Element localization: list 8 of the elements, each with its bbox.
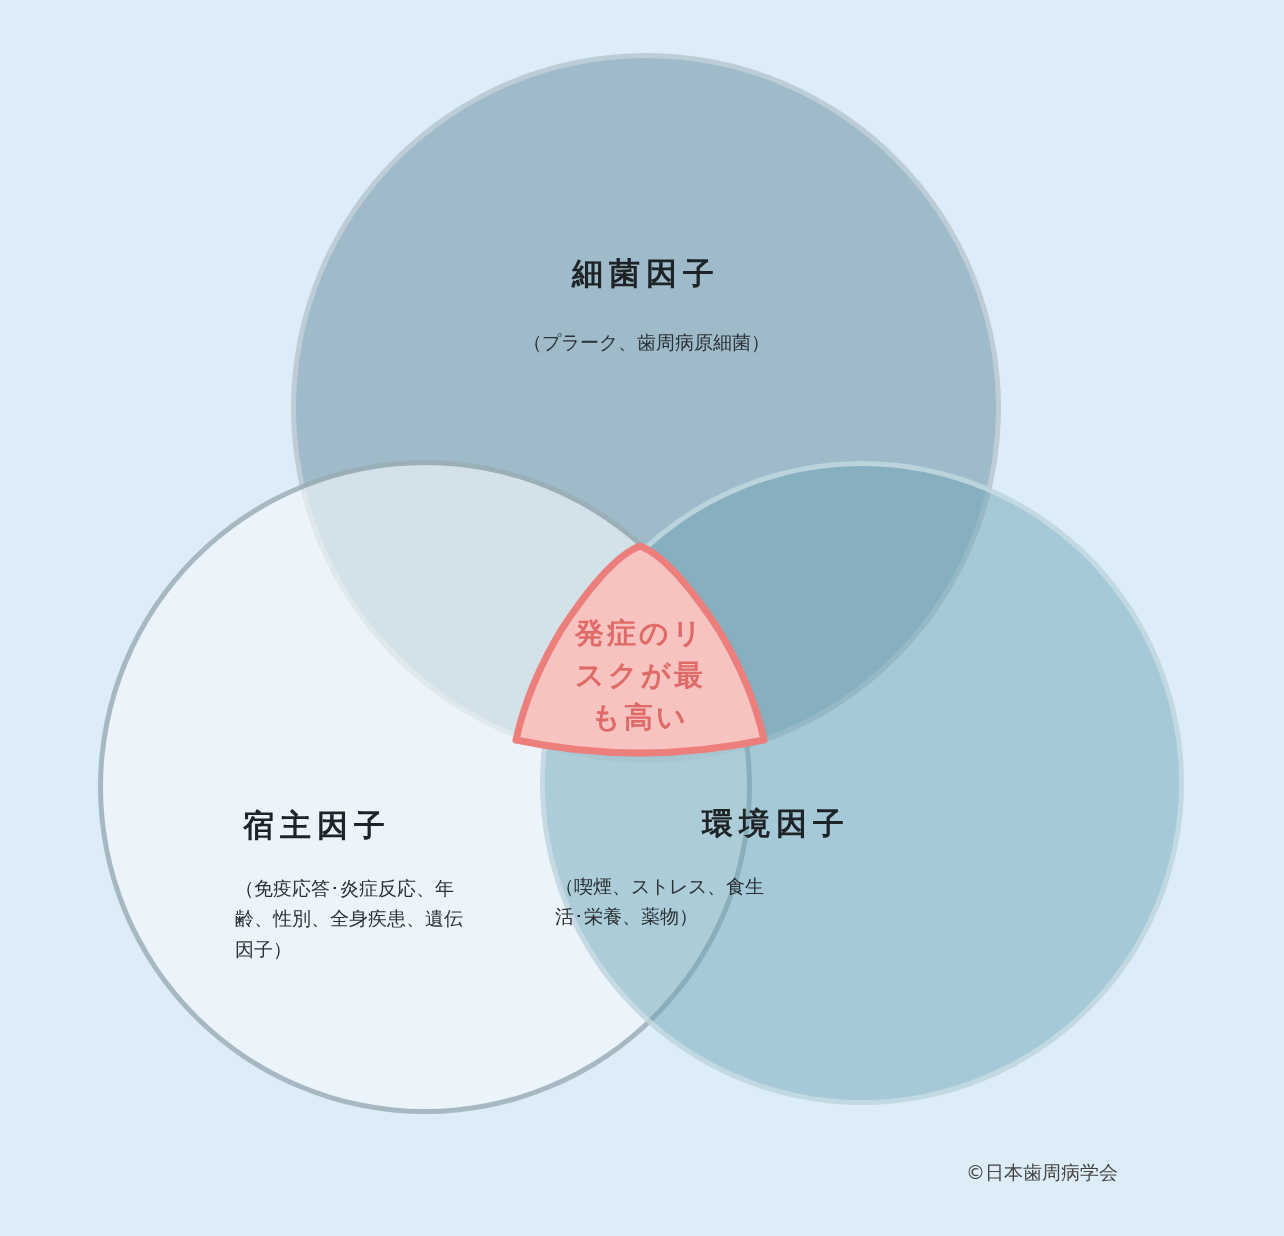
factor-examples: （喫煙、ストレス、食生活･栄養、薬物）	[555, 874, 765, 930]
factor-heading: 環境因子	[702, 804, 850, 843]
factor-examples: （プラーク、歯周病原細菌）	[521, 330, 771, 355]
copyright-note: ©日本歯周病学会	[966, 1160, 1118, 1185]
factor-heading: 宿主因子	[243, 806, 391, 845]
risk-label: 発症のリスクが最も高い	[573, 615, 707, 737]
factor-examples: （免疫応答･炎症反応、年齢、性別、全身疾患、遺伝因子）	[235, 876, 464, 962]
factor-heading: 細菌因子	[570, 254, 721, 293]
